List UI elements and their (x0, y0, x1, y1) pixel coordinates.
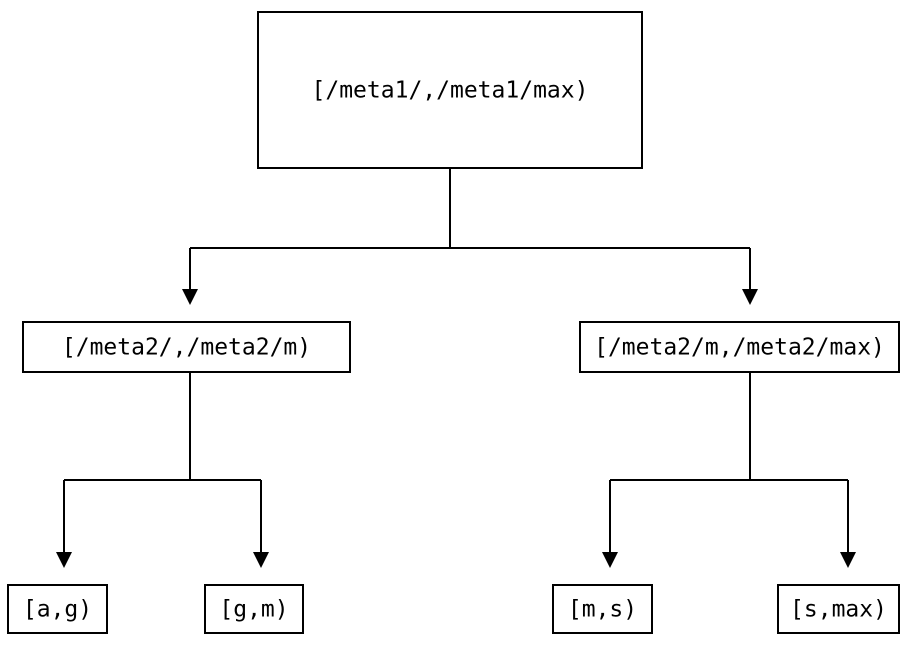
node-box[interactable] (22, 321, 351, 373)
node-box[interactable] (579, 321, 900, 373)
tree-node-root[interactable]: [/meta1/,/meta1/max) (257, 11, 643, 169)
node-box[interactable] (257, 11, 643, 169)
tree-node-mid-right[interactable]: [/meta2/m,/meta2/max) (579, 321, 900, 373)
tree-node-mid-left[interactable]: [/meta2/,/meta2/m) (22, 321, 351, 373)
connector-layer (56, 168, 856, 568)
node-label: [/meta1/,/meta1/max) (312, 78, 589, 104)
node-label: [m,s) (568, 597, 637, 623)
node-box[interactable] (552, 584, 653, 634)
arrowhead-icon (602, 552, 618, 568)
node-box[interactable] (7, 584, 108, 634)
node-box[interactable] (777, 584, 900, 634)
tree-node-leaf-g-m[interactable]: [g,m) (204, 584, 304, 634)
node-label: [/meta2/,/meta2/m) (62, 335, 311, 361)
arrowhead-icon (742, 289, 758, 305)
arrowhead-icon (840, 552, 856, 568)
node-label: [a,g) (23, 597, 92, 623)
node-label: [g,m) (219, 597, 288, 623)
connector-mid-left-split (56, 372, 269, 568)
node-layer: [/meta1/,/meta1/max) [/meta2/,/meta2/m) [/… (7, 11, 900, 634)
arrowhead-icon (56, 552, 72, 568)
node-box[interactable] (204, 584, 304, 634)
tree-node-leaf-a-g[interactable]: [a,g) (7, 584, 108, 634)
node-label: [s,max) (790, 597, 887, 623)
tree-node-leaf-m-s[interactable]: [m,s) (552, 584, 653, 634)
connector-mid-right-split (602, 372, 856, 568)
arrowhead-icon (253, 552, 269, 568)
connector-root-split (182, 168, 758, 305)
arrowhead-icon (182, 289, 198, 305)
node-label: [/meta2/m,/meta2/max) (594, 335, 885, 361)
tree-node-leaf-s-max[interactable]: [s,max) (777, 584, 900, 634)
